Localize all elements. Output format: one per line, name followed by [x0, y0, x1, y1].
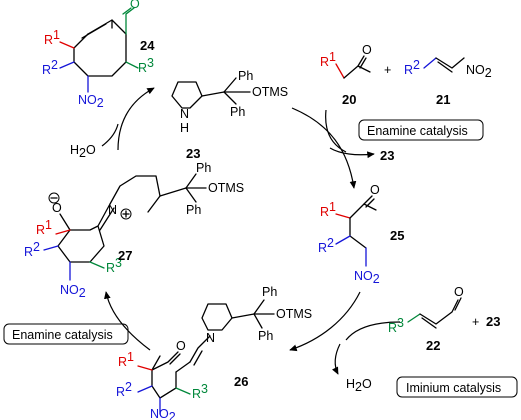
iminium-catalysis-label: Iminium catalysis — [406, 381, 501, 395]
o-label-22: O — [454, 285, 464, 299]
no2-label-27: NO2 — [60, 283, 86, 300]
n-label-23: N — [180, 107, 189, 121]
compound-21-structure: R2 NO2 21 — [404, 57, 492, 107]
compound-26-structure: N Ph Ph OTMS O R1 R2 R3 NO2 26 — [116, 285, 312, 420]
o-label-20: O — [362, 43, 372, 57]
cycle-arrow-top-left — [117, 87, 155, 151]
label-26: 26 — [234, 374, 248, 389]
enamine-catalysis-label-left: Enamine catalysis — [12, 328, 113, 342]
water-out-arrow — [331, 343, 341, 375]
otms-label-26: OTMS — [276, 307, 312, 321]
r2-label-21: R2 — [404, 58, 420, 77]
plus-sign-top: + — [384, 63, 391, 77]
plus-sign-right: + — [472, 315, 479, 329]
r3-label-22: R3 — [388, 316, 404, 335]
label-21: 21 — [436, 92, 450, 107]
catalyst-out-arrow — [329, 147, 375, 159]
otms-label-27: OTMS — [208, 181, 244, 195]
catalyst-23-label-out: 23 — [380, 148, 394, 163]
water-in-arrow — [101, 123, 119, 147]
cycle-arrow-bottom-left — [104, 291, 151, 351]
r2-label-26: R2 — [116, 380, 132, 399]
label-22: 22 — [426, 338, 440, 353]
otms-label-23: OTMS — [252, 85, 288, 99]
ph2-label-26: Ph — [258, 329, 273, 343]
o-label-26: O — [176, 339, 186, 353]
r1-label: R1 — [44, 28, 60, 47]
r1-label-26: R1 — [118, 350, 134, 369]
iminium-in-arrow — [345, 321, 401, 341]
compound-22-structure: R3 O 22 — [388, 285, 464, 353]
compound-24-structure: R1 R2 R3 O NO2 24 — [42, 0, 155, 110]
no2-label-24: NO2 — [78, 93, 104, 110]
compound-27-structure: O N Ph Ph OTMS R1 R2 R3 NO2 27 — [24, 161, 244, 300]
compound-20-structure: R1 O 20 — [320, 43, 372, 107]
h-label-23: H — [180, 121, 189, 135]
r3-label-26: R3 — [192, 382, 208, 401]
ph1-label-27: Ph — [196, 161, 211, 175]
cycle-arrow-bottom-right — [289, 291, 361, 352]
minus-o-label: O — [52, 201, 62, 215]
label-24: 24 — [140, 38, 155, 53]
aldehyde-o: O — [130, 0, 140, 11]
no2-label-25: NO2 — [354, 269, 380, 286]
cycle-arrow-top-right — [291, 107, 357, 189]
no2-label-26: NO2 — [150, 407, 176, 420]
label-25: 25 — [390, 228, 404, 243]
catalyst-23-label-in: 23 — [486, 314, 500, 329]
label-23: 23 — [186, 146, 200, 161]
reactants-in-arrow — [325, 109, 347, 153]
no2-label-21: NO2 — [466, 63, 492, 80]
ph1-label-23: Ph — [238, 69, 253, 83]
n-label-26: N — [206, 331, 215, 345]
r1-label-25: R1 — [320, 200, 336, 219]
enamine-catalysis-box-left — [3, 323, 129, 345]
r2-label-27: R2 — [24, 240, 40, 259]
label-20: 20 — [342, 92, 356, 107]
r1-label-27: R1 — [36, 218, 52, 237]
r3-label-27: R3 — [106, 256, 122, 275]
n-plus-label-27: N — [108, 203, 117, 217]
o-label-25: O — [370, 183, 380, 197]
r3-label: R3 — [138, 56, 154, 75]
water-label-top: H2O — [70, 143, 96, 160]
water-label-bottom: H2O — [346, 377, 372, 394]
r2-label-25: R2 — [318, 236, 334, 255]
enamine-catalysis-box-top — [358, 119, 484, 141]
ph2-label-23: Ph — [230, 105, 245, 119]
r2-label: R2 — [42, 58, 58, 77]
iminium-catalysis-box — [396, 376, 518, 398]
enamine-catalysis-label-top: Enamine catalysis — [367, 124, 468, 138]
ph2-label-27: Ph — [186, 203, 201, 217]
compound-25-structure: R1 O R2 NO2 25 — [318, 183, 404, 286]
label-27: 27 — [118, 248, 132, 263]
ph1-label-26: Ph — [262, 285, 277, 299]
catalyst-23-structure: N H Ph Ph OTMS 23 — [171, 69, 288, 161]
r1-label-20: R1 — [320, 50, 336, 69]
